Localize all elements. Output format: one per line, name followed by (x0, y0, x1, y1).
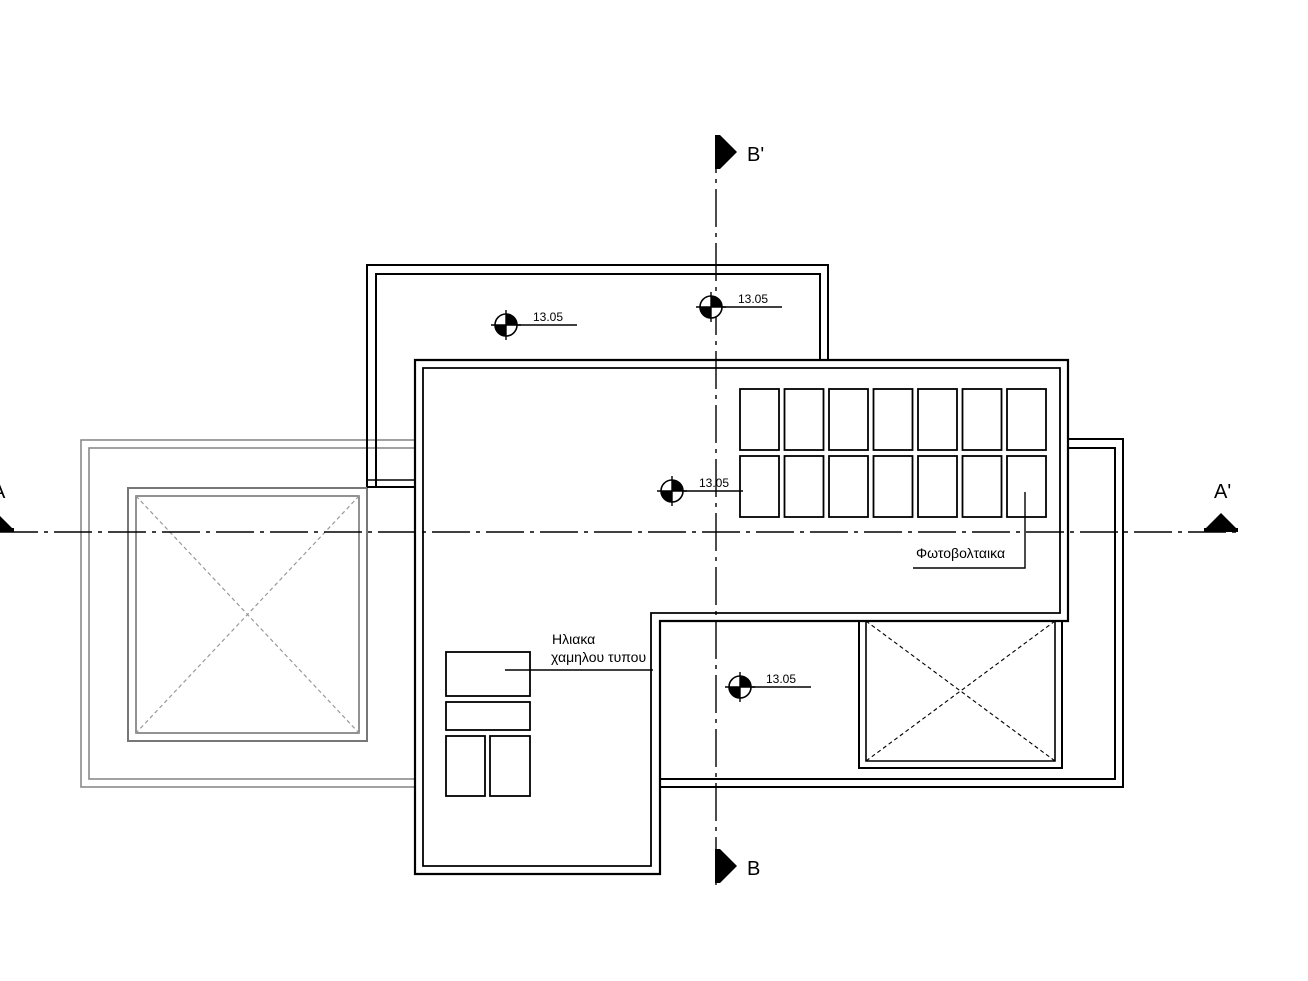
pv-panel (783, 388, 825, 451)
solar-heaters (445, 651, 531, 797)
solar-heater-bar (445, 701, 531, 731)
left-lower-wing (80, 439, 416, 788)
level-marker: 13.05 (491, 310, 577, 340)
solar-collector-right (489, 735, 531, 797)
section-label-a-left: A (0, 481, 6, 503)
solar-heater-tank (445, 651, 531, 697)
photovoltaic-panels (739, 388, 1047, 518)
left-opening-cross (135, 495, 360, 734)
solar-heaters-label-line2: χαμηλου τυπου (551, 649, 646, 665)
photovoltaics-callout: Φωτοβολταικα (913, 492, 1026, 569)
section-label-a-right: A' (1214, 481, 1231, 503)
level-marker: 13.05 (725, 672, 811, 702)
pv-panel (828, 388, 869, 451)
pv-panel (1006, 388, 1047, 451)
top-wing-outline (366, 264, 829, 488)
level-value: 13.05 (699, 476, 729, 490)
main-roof-outline (413, 358, 1070, 876)
section-label-b-top: B' (747, 144, 764, 166)
pv-panel (917, 388, 958, 451)
pv-panel (1006, 455, 1047, 518)
pv-panel (917, 455, 958, 518)
solar-collector-left (445, 735, 486, 797)
pv-panel (961, 455, 1003, 518)
pv-panel (961, 388, 1003, 451)
level-value: 13.05 (738, 292, 768, 306)
right-opening (858, 621, 1063, 769)
section-label-b-bottom: B (747, 858, 760, 880)
pv-panel (872, 388, 914, 451)
level-marker: 13.05 (696, 292, 782, 322)
section-marker-a-right: A' (1204, 481, 1238, 532)
level-value: 13.05 (766, 672, 796, 686)
solar-heaters-label-line1: Ηλιακα (552, 631, 595, 647)
section-marker-a-left: A (0, 481, 14, 532)
solar-heaters-callout: Ηλιακα χαμηλου τυπου (505, 631, 653, 671)
pv-panel (739, 388, 780, 451)
level-marker: 13.05 (657, 476, 743, 506)
right-opening-cross (865, 620, 1056, 762)
pv-panel (739, 455, 780, 518)
pv-panel (828, 455, 869, 518)
pv-panel (783, 455, 825, 518)
section-marker-b-bottom: B (715, 849, 760, 883)
pv-panel (872, 455, 914, 518)
level-value: 13.05 (533, 310, 563, 324)
section-marker-b-top: B' (715, 135, 764, 169)
photovoltaics-label: Φωτοβολταικα (916, 545, 1005, 561)
